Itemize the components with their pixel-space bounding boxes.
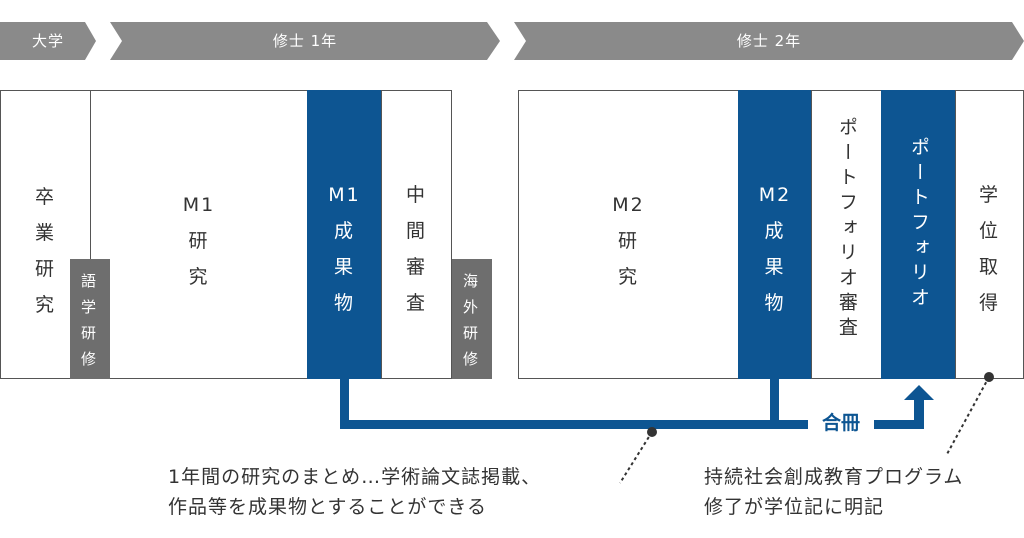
portfolio-review-label: ポートフォリオ審査 [835, 117, 858, 342]
left-note-dot [647, 427, 657, 437]
right-note-leader-line [945, 376, 990, 457]
m1-research-label: M1 研 究 [182, 194, 216, 288]
portfolio-label: ポートフォリオ [907, 137, 930, 312]
right-note-line1: 持続社会創成教育プログラム [704, 466, 964, 488]
graduation-research-label: 卒 業 研 究 [34, 186, 56, 316]
language-training-label: 語 学 研 修 [80, 272, 99, 368]
phase-m1-arrow: 修士 1年 [110, 22, 500, 60]
portfolio-review-block: ポートフォリオ審査 [811, 90, 882, 379]
language-training-block: 語 学 研 修 [70, 259, 110, 379]
up-arrow-icon [904, 385, 934, 400]
m2-outcome-block: M2 成 果 物 [738, 90, 812, 379]
m2-outcome-connector-vertical [770, 378, 779, 424]
left-note-line1: 1年間の研究のまとめ…学術論文誌掲載、 [168, 466, 542, 488]
portfolio-connector-vertical [914, 398, 924, 429]
interim-review-block: 中 間 審 査 [381, 90, 452, 379]
m1-research-block: M1 研 究 [90, 90, 308, 379]
m2-research-label: M2 研 究 [612, 194, 645, 288]
phase-m2-arrow: 修士 2年 [514, 22, 1024, 60]
interim-review-label: 中 間 審 査 [405, 184, 427, 314]
left-note-leader-line [619, 431, 653, 484]
binding-label: 合冊 [808, 408, 874, 438]
phase-undergrad-arrow: 大学 [0, 22, 96, 60]
m1-outcome-label: M1 成 果 物 [328, 184, 361, 314]
m2-outcome-label: M2 成 果 物 [758, 184, 792, 314]
portfolio-block: ポートフォリオ [881, 90, 956, 379]
overseas-training-label: 海 外 研 修 [462, 272, 481, 368]
m1-outcome-connector-vertical [340, 378, 349, 429]
right-note-line2: 修了が学位記に明記 [704, 496, 885, 518]
degree-acquisition-label: 学 位 取 得 [978, 184, 1000, 314]
left-note-line2: 作品等を成果物とすることができる [168, 496, 488, 518]
overseas-training-block: 海 外 研 修 [452, 259, 492, 379]
degree-acquisition-block: 学 位 取 得 [955, 90, 1024, 379]
m1-outcome-block: M1 成 果 物 [307, 90, 382, 379]
binding-connector-horizontal [340, 420, 924, 429]
right-note-dot [984, 372, 994, 382]
m2-research-block: M2 研 究 [518, 90, 739, 379]
